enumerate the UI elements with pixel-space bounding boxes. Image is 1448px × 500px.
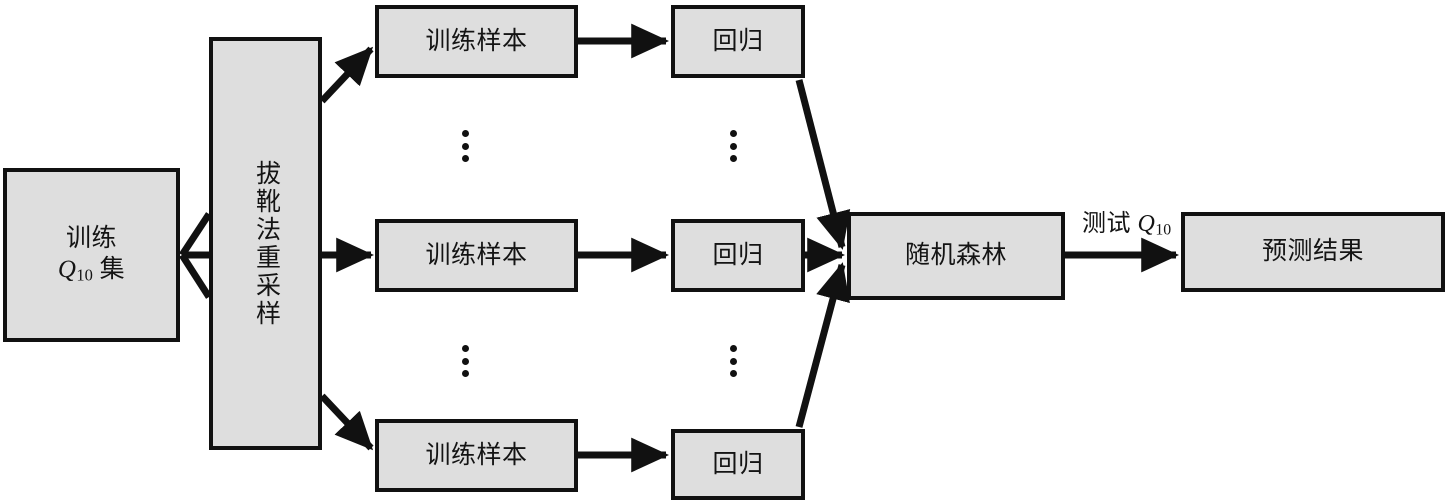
node-regression-mid[interactable]: 回归 [671, 219, 805, 292]
training-set-line1: 训练 [65, 225, 117, 253]
ellipsis-dot [729, 345, 737, 352]
ellipsis-dot [729, 142, 737, 150]
ellipsis-dot [461, 370, 469, 377]
ellipsis-dot [461, 155, 469, 162]
node-regression-bottom[interactable]: 回归 [671, 429, 805, 500]
edge-regression-bottom-forest [795, 262, 850, 428]
ellipsis-dot [729, 130, 737, 137]
training-set-line2: Q10 集 [58, 255, 125, 286]
node-prediction-result[interactable]: 预测结果 [1181, 212, 1445, 292]
node-bootstrap-resampling[interactable]: 拔靴法重采样 [209, 37, 322, 450]
node-random-forest[interactable]: 随机森林 [847, 212, 1065, 300]
ellipsis-dot [729, 357, 737, 365]
test-prefix: 测试 [1082, 211, 1138, 237]
edge-bootstrap-sample-top [319, 46, 374, 104]
ellipsis-dot [461, 357, 469, 365]
test-q-subscript: 10 [1155, 221, 1172, 239]
node-training-sample-bottom[interactable]: 训练样本 [375, 419, 578, 492]
node-training-set[interactable]: 训练 Q10 集 [3, 168, 180, 342]
ellipsis-dot [461, 345, 469, 352]
training-sample-bottom-label: 训练样本 [425, 441, 528, 469]
regression-top-label: 回归 [712, 27, 764, 55]
q-subscript: 10 [76, 265, 93, 285]
ellipsis-regression-lower [729, 345, 737, 377]
training-sample-top-label: 训练样本 [425, 27, 528, 55]
test-q-symbol: Q [1137, 211, 1156, 237]
bootstrap-label: 拔靴法重采样 [252, 159, 280, 328]
training-sample-mid-label: 训练样本 [425, 241, 528, 269]
regression-mid-label: 回归 [712, 241, 764, 269]
q-symbol: Q [57, 255, 77, 283]
ellipsis-dot [461, 142, 469, 150]
training-set-set-char: 集 [99, 255, 126, 283]
ellipsis-dot [461, 130, 469, 137]
edge-trainingset-bootstrap [179, 212, 212, 299]
edge-regression-top-forest [795, 79, 851, 250]
ellipsis-dot [729, 155, 737, 162]
ellipsis-sample-lower [461, 345, 469, 377]
node-training-sample-mid[interactable]: 训练样本 [375, 219, 578, 292]
node-training-sample-top[interactable]: 训练样本 [375, 5, 578, 78]
ellipsis-sample-upper [461, 130, 469, 162]
ellipsis-dot [729, 370, 737, 377]
edge-label-test-q10: 测试 Q10 [1082, 203, 1171, 239]
random-forest-label: 随机森林 [904, 242, 1007, 269]
prediction-result-label: 预测结果 [1261, 238, 1364, 265]
node-regression-top[interactable]: 回归 [671, 5, 805, 78]
ellipsis-regression-upper [729, 130, 737, 162]
edge-bootstrap-sample-bottom [319, 393, 374, 451]
regression-bottom-label: 回归 [712, 450, 764, 478]
